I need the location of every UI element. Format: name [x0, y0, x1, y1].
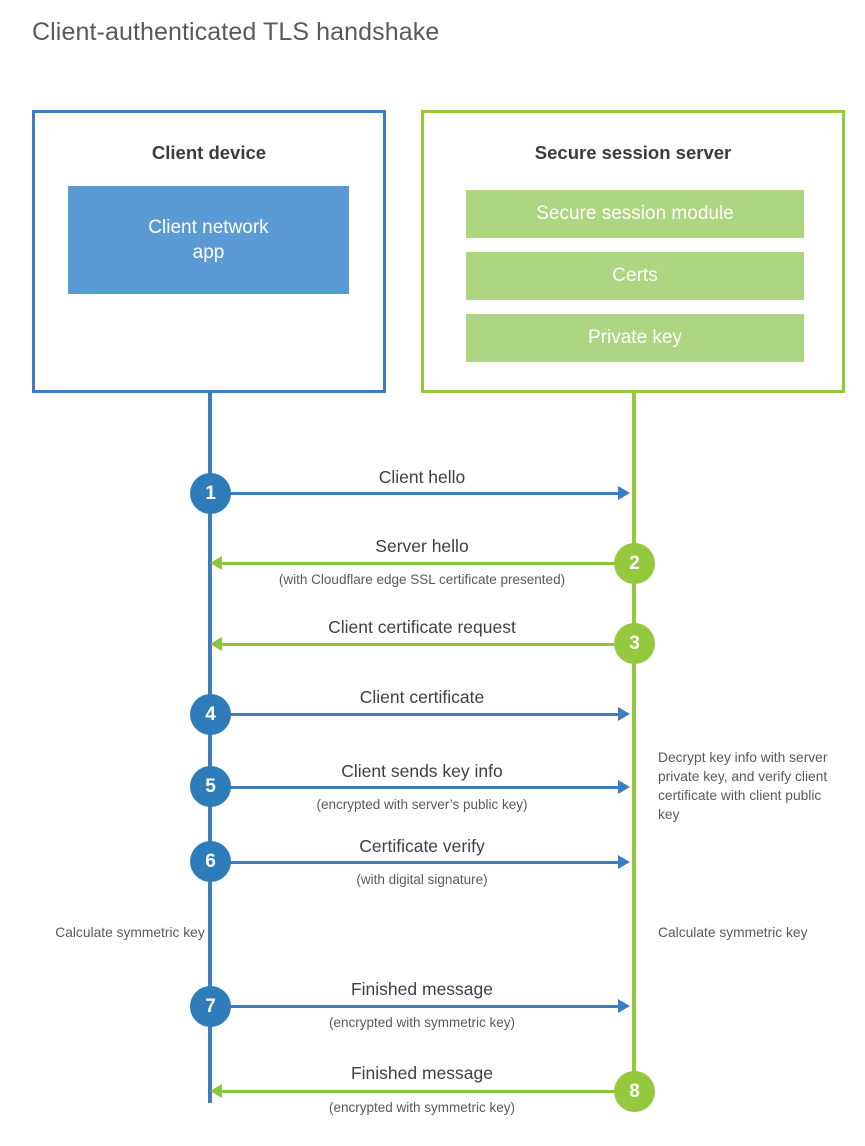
- step-3-circle[interactable]: 3: [614, 623, 655, 664]
- step-2-arrow-line: [222, 562, 634, 565]
- client-network-app-box: Client network app: [68, 186, 349, 294]
- step-4-arrow-line: [210, 713, 620, 716]
- step-6-sublabel: (with digital signature): [356, 872, 488, 887]
- step-4-circle[interactable]: 4: [190, 694, 231, 735]
- step-2-arrow-head-left-icon: [210, 556, 222, 570]
- calculate-symmetric-key-server-note: Calculate symmetric key: [658, 925, 808, 940]
- step-1-label: Client hello: [378, 467, 466, 487]
- step-6-circle[interactable]: 6: [190, 841, 231, 882]
- step-1-arrow-head-right-icon: [618, 486, 630, 500]
- client-device-title: Client device: [151, 142, 267, 163]
- server-item-certs: Certs: [466, 252, 804, 300]
- step-1-arrow-line: [210, 492, 620, 495]
- step-4-label: Client certificate: [359, 687, 485, 707]
- server-item-secure-session-module: Secure session module: [466, 190, 804, 238]
- step-2-circle[interactable]: 2: [614, 543, 655, 584]
- secure-session-server-title: Secure session server: [534, 142, 732, 163]
- step-3-label: Client certificate request: [328, 617, 516, 637]
- step-5-sublabel: (encrypted with server’s public key): [316, 797, 528, 812]
- secure-session-server-box: Secure session server Secure session mod…: [421, 110, 845, 393]
- step-8-circle[interactable]: 8: [614, 1071, 655, 1112]
- step-6-label: Certificate verify: [359, 836, 485, 856]
- step-4-arrow-head-right-icon: [618, 707, 630, 721]
- client-device-box: Client device Client network app: [32, 110, 386, 393]
- step-3-arrow-head-left-icon: [210, 637, 222, 651]
- step-7-label: Finished message: [350, 979, 494, 999]
- step-2-sublabel: (with Cloudflare edge SSL certificate pr…: [278, 572, 566, 587]
- server-lifeline: [632, 393, 636, 1093]
- step-5-arrow-line: [210, 786, 620, 789]
- step-8-arrow-head-left-icon: [210, 1084, 222, 1098]
- client-lifeline: [208, 393, 212, 1103]
- page-title: Client-authenticated TLS handshake: [32, 18, 440, 46]
- step-6-arrow-line: [210, 861, 620, 864]
- step-7-circle[interactable]: 7: [190, 986, 231, 1027]
- step-5-arrow-head-right-icon: [618, 780, 630, 794]
- calculate-symmetric-key-client-note: Calculate symmetric key: [55, 925, 205, 940]
- step-5-circle[interactable]: 5: [190, 766, 231, 807]
- step-3-arrow-line: [222, 643, 634, 646]
- step-7-sublabel: (encrypted with symmetric key): [328, 1015, 516, 1030]
- decrypt-key-info-note: Decrypt key info with server private key…: [658, 750, 828, 822]
- client-network-app-label-line1: Client network: [148, 217, 269, 238]
- step-7-arrow-line: [210, 1005, 620, 1008]
- step-8-arrow-line: [222, 1090, 634, 1093]
- client-network-app-label-line2: app: [192, 242, 225, 263]
- step-7-arrow-head-right-icon: [618, 999, 630, 1013]
- step-6-arrow-head-right-icon: [618, 855, 630, 869]
- step-5-label: Client sends key info: [341, 761, 503, 781]
- step-8-sublabel: (encrypted with symmetric key): [328, 1100, 516, 1115]
- step-1-circle[interactable]: 1: [190, 473, 231, 514]
- step-2-label: Server hello: [375, 536, 469, 556]
- step-8-label: Finished message: [350, 1063, 494, 1083]
- server-item-private-key: Private key: [466, 314, 804, 362]
